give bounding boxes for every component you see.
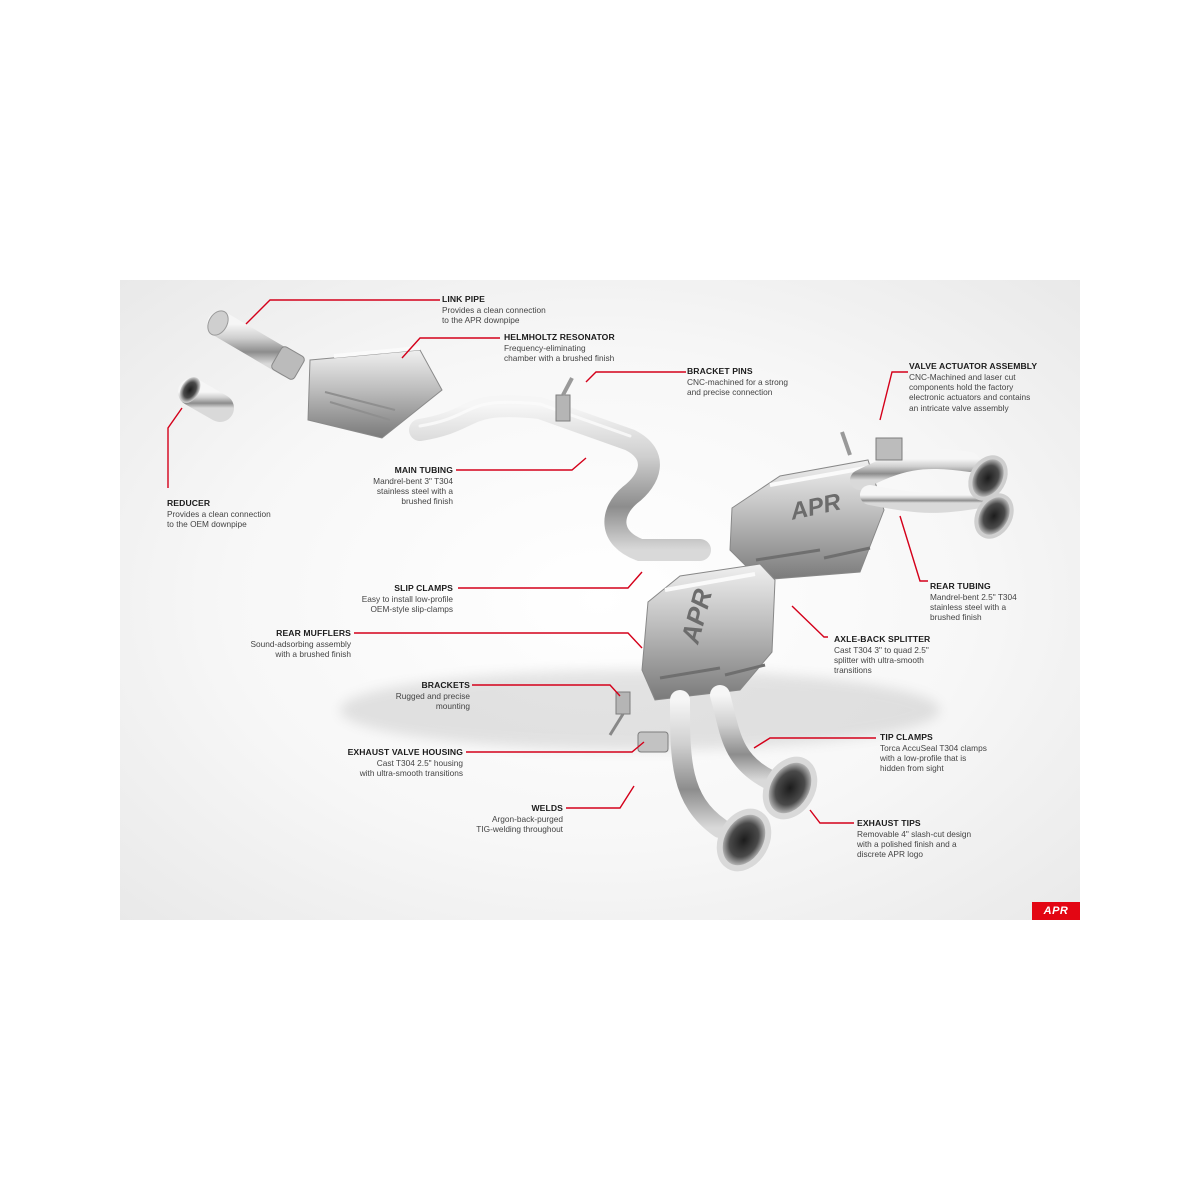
reducer-shape <box>178 377 234 422</box>
callout-axle-back-splitter: AXLE-BACK SPLITTER Cast T304 3" to quad … <box>834 634 930 676</box>
valve-actuator-assembly-desc: CNC-Machined and laser cut components ho… <box>909 371 1031 413</box>
rear-mufflers-title: REAR MUFFLERS <box>276 628 351 638</box>
leader-tip-clamps <box>753 737 876 749</box>
reducer-desc: Provides a clean connection to the OEM d… <box>167 508 271 530</box>
rear-tubing-desc: Mandrel-bent 2.5" T304 stainless steel w… <box>930 591 1017 623</box>
callout-main-tubing: MAIN TUBING Mandrel-bent 3" T304 stainle… <box>373 465 453 507</box>
callout-brackets: BRACKETS Rugged and precise mounting <box>396 680 470 711</box>
leader-slip-clamps <box>458 571 643 589</box>
leader-reducer <box>167 407 183 488</box>
leader-lines <box>167 299 928 824</box>
rear-tubing-title: REAR TUBING <box>930 581 991 591</box>
callout-slip-clamps: SLIP CLAMPS Easy to install low-profile … <box>362 583 453 614</box>
exhaust-system-illustration: APR APR <box>167 299 1014 872</box>
main-tubing-title: MAIN TUBING <box>394 465 453 475</box>
diagram-canvas: APR APR <box>120 280 1080 920</box>
lower-muffler-shape: APR <box>641 563 776 701</box>
helmholtz-resonator-title: HELMHOLTZ RESONATOR <box>504 332 615 342</box>
apr-brand-logo: APR <box>1032 902 1080 920</box>
callout-bracket-pins: BRACKET PINS CNC-machined for a strong a… <box>687 366 788 397</box>
exhaust-valve-housing-shape <box>637 731 669 753</box>
valve-actuator-shape <box>840 431 903 461</box>
leader-helmholtz-resonator <box>401 337 500 359</box>
lower-exhaust-tips <box>716 756 818 872</box>
axle-back-splitter-desc: Cast T304 3" to quad 2.5" splitter with … <box>834 644 929 676</box>
exhaust-tips-desc: Removable 4" slash-cut design with a pol… <box>857 828 972 860</box>
reducer-title: REDUCER <box>167 498 211 508</box>
tip-clamps-title: TIP CLAMPS <box>880 732 933 742</box>
slip-clamps-title: SLIP CLAMPS <box>394 583 453 593</box>
exhaust-tips-title: EXHAUST TIPS <box>857 818 921 828</box>
callout-helmholtz-resonator: HELMHOLTZ RESONATOR Frequency-eliminatin… <box>504 332 615 363</box>
callout-link-pipe: LINK PIPE Provides a clean connection to… <box>442 294 546 325</box>
helmholtz-resonator-desc: Frequency-eliminating chamber with a bru… <box>504 342 615 364</box>
brackets-shape <box>608 691 631 736</box>
leader-link-pipe <box>245 299 440 325</box>
link-pipe-desc: Provides a clean connection to the APR d… <box>442 304 546 326</box>
rear-mufflers-desc: Sound-adsorbing assembly with a brushed … <box>250 638 351 660</box>
welds-desc: Argon-back-purged TIG-welding throughout <box>476 813 563 835</box>
callout-rear-tubing: REAR TUBING Mandrel-bent 2.5" T304 stain… <box>930 581 1017 623</box>
callout-reducer: REDUCER Provides a clean connection to t… <box>167 498 271 529</box>
leader-exhaust-valve-housing <box>466 741 645 753</box>
slip-clamps-desc: Easy to install low-profile OEM-style sl… <box>361 593 453 615</box>
axle-back-splitter-title: AXLE-BACK SPLITTER <box>834 634 931 644</box>
lower-rear-tubing <box>670 685 780 838</box>
brackets-title: BRACKETS <box>421 680 470 690</box>
brackets-desc: Rugged and precise mounting <box>395 690 470 712</box>
valve-actuator-assembly-title: VALVE ACTUATOR ASSEMBLY <box>909 361 1038 371</box>
callout-tip-clamps: TIP CLAMPS Torca AccuSeal T304 clamps wi… <box>880 732 987 774</box>
main-tubing-desc: Mandrel-bent 3" T304 stainless steel wit… <box>373 475 453 507</box>
callout-exhaust-tips: EXHAUST TIPS Removable 4" slash-cut desi… <box>857 818 971 860</box>
leader-welds <box>566 785 635 809</box>
bracket-pins-shape <box>555 377 574 422</box>
rear-tubing-shape <box>850 449 990 513</box>
leader-valve-actuator <box>879 371 908 421</box>
leader-axle-back-splitter <box>791 605 828 638</box>
leader-rear-mufflers <box>354 632 643 649</box>
callout-welds: WELDS Argon-back-purged TIG-welding thro… <box>476 803 563 834</box>
helmholtz-resonator-shape <box>307 346 443 439</box>
link-pipe-title: LINK PIPE <box>442 294 485 304</box>
callout-valve-actuator-assembly: VALVE ACTUATOR ASSEMBLY CNC-Machined and… <box>909 361 1037 413</box>
leader-bracket-pins <box>585 371 686 383</box>
exhaust-valve-housing-title: EXHAUST VALVE HOUSING <box>347 747 463 757</box>
leader-brackets <box>472 684 621 697</box>
main-tubing-shape <box>409 395 711 561</box>
upper-muffler-shape: APR <box>729 459 885 581</box>
callout-exhaust-valve-housing: EXHAUST VALVE HOUSING Cast T304 2.5" hou… <box>348 747 463 778</box>
upper-exhaust-tips <box>968 455 1014 539</box>
link-pipe-shape <box>207 310 305 380</box>
callout-rear-mufflers: REAR MUFFLERS Sound-adsorbing assembly w… <box>250 628 351 659</box>
leader-exhaust-tips <box>809 809 854 824</box>
welds-title: WELDS <box>531 803 563 813</box>
leader-main-tubing <box>456 457 587 471</box>
leader-rear-tubing <box>899 515 928 582</box>
exhaust-valve-housing-desc: Cast T304 2.5" housing with ultra-smooth… <box>359 757 463 779</box>
bracket-pins-title: BRACKET PINS <box>687 366 753 376</box>
floor-shadow <box>340 670 940 750</box>
tip-clamps-desc: Torca AccuSeal T304 clamps with a low-pr… <box>880 742 987 774</box>
bracket-pins-desc: CNC-machined for a strong and precise co… <box>687 376 788 398</box>
